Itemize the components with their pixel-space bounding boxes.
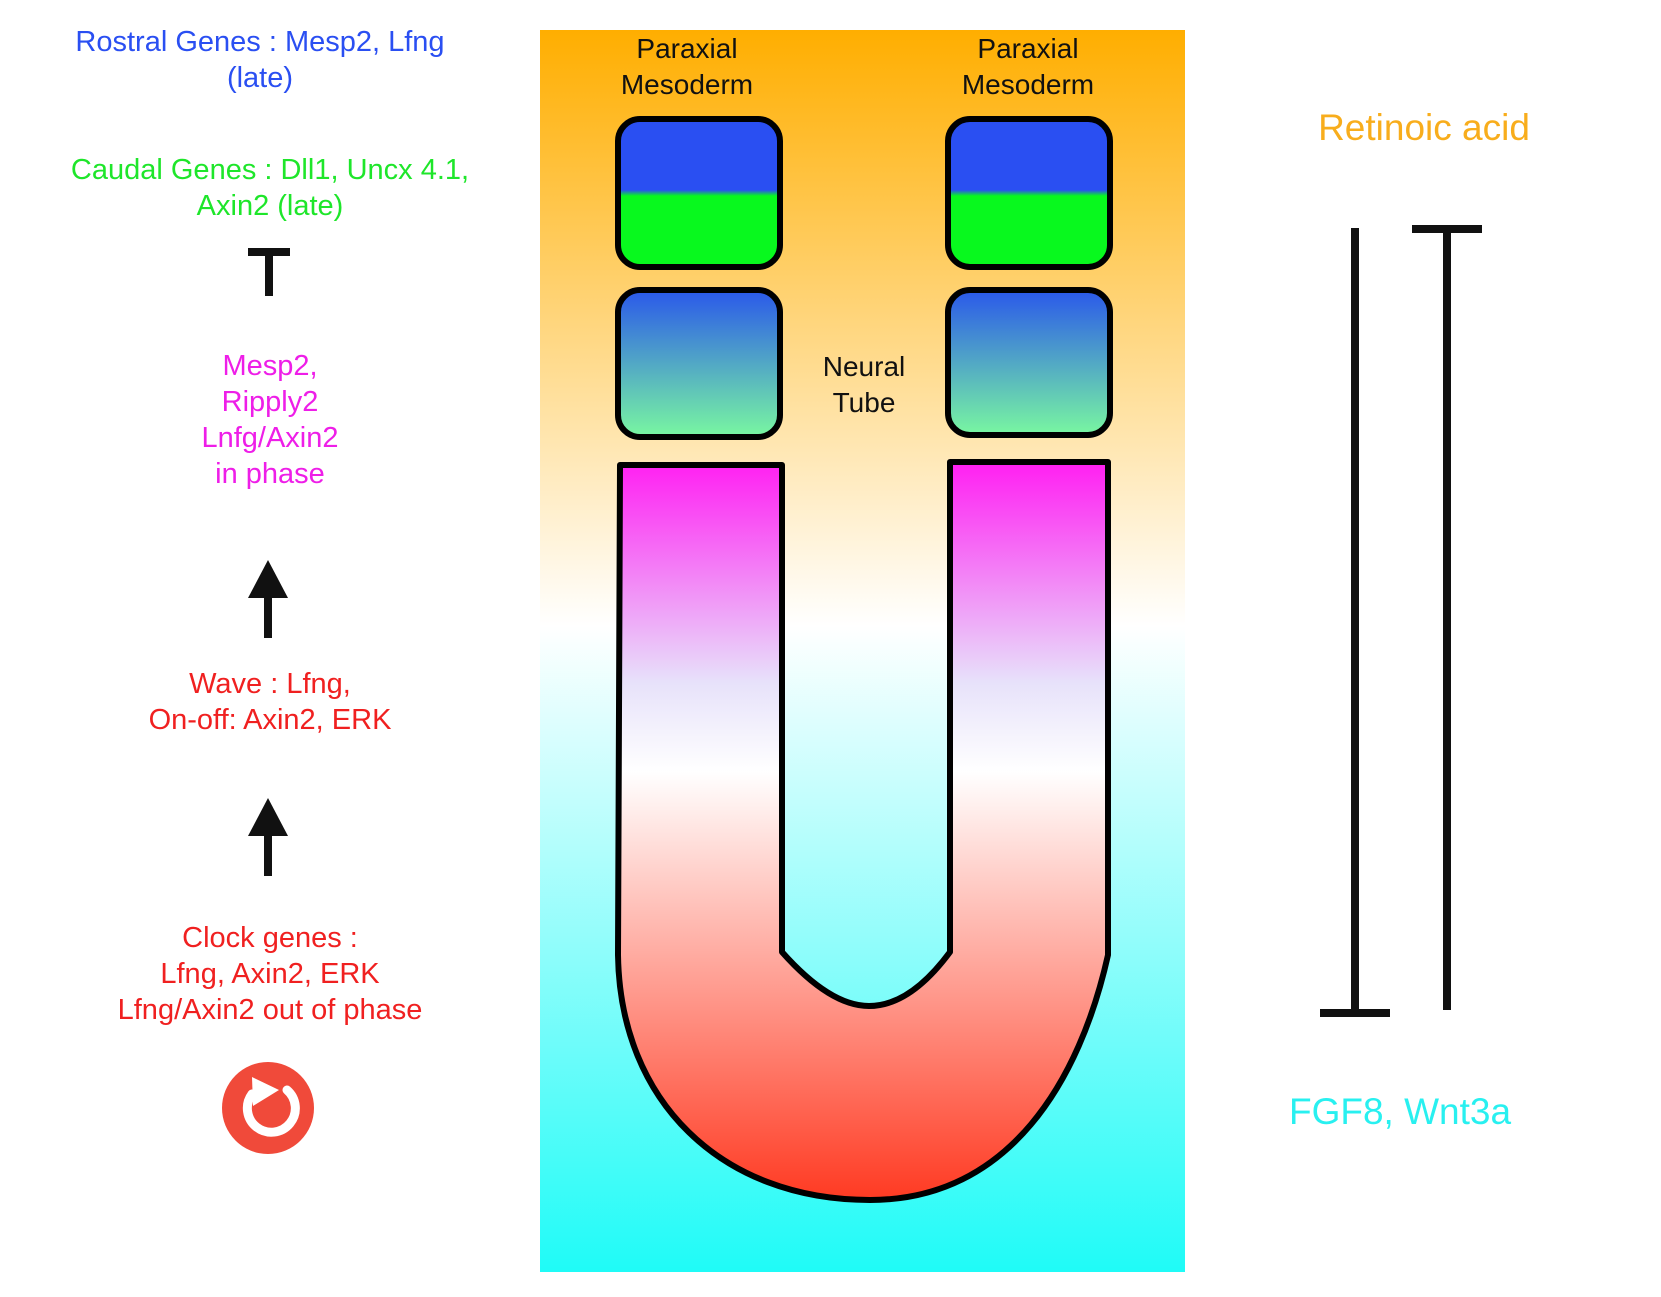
somite-right-upper: [945, 116, 1113, 270]
t-bar-inhibition-icon: [248, 248, 290, 296]
circular-refresh-icon: [222, 1062, 314, 1154]
clock-genes-line-3: Lfng/Axin2 out of phase: [117, 994, 423, 1026]
rostral-genes-line-1: Rostral Genes : Mesp2, Lfng: [75, 26, 445, 58]
wave-line-1: Wave : Lfng,: [189, 668, 351, 700]
somite-right-lower: [945, 287, 1113, 438]
presomitic-mesoderm-u: [615, 459, 1111, 1203]
mesp-line-1: Mesp2,: [222, 350, 318, 382]
up-arrow-icon: [248, 560, 288, 638]
neural-tube-line-2: Tube: [833, 387, 896, 418]
mesp-line-4: in phase: [215, 458, 325, 490]
caudal-genes-line-2: Axin2 (late): [196, 190, 344, 222]
clock-genes-line-1: Clock genes :: [182, 922, 358, 954]
clock-genes-line-2: Lfng, Axin2, ERK: [160, 958, 380, 990]
fgf-wnt-inhibition-bar: [1412, 225, 1482, 1010]
fgf-wnt-label: FGF8, Wnt3a: [1289, 1091, 1511, 1132]
caudal-genes-label: Caudal Genes : Dll1, Uncx 4.1, Axin2 (la…: [40, 152, 500, 224]
paraxial-left-line-2: Mesoderm: [621, 69, 753, 100]
clock-genes-label: Clock genes : Lfng, Axin2, ERK Lfng/Axin…: [70, 920, 470, 1028]
up-arrow-icon: [248, 798, 288, 876]
mesp-line-3: Lnfg/Axin2: [201, 422, 339, 454]
neural-tube-line-1: Neural: [823, 351, 905, 382]
somite-left-upper: [615, 116, 783, 270]
paraxial-left-line-1: Paraxial: [636, 33, 737, 64]
mesp-line-2: Ripply2: [221, 386, 319, 418]
paraxial-right-line-2: Mesoderm: [962, 69, 1094, 100]
wave-label: Wave : Lfng, On-off: Axin2, ERK: [80, 666, 460, 738]
wave-line-2: On-off: Axin2, ERK: [148, 704, 392, 736]
somite-left-lower: [615, 287, 783, 440]
paraxial-right-line-1: Paraxial: [977, 33, 1078, 64]
retinoic-acid-inhibition-bar: [1320, 228, 1390, 1017]
caudal-genes-line-1: Caudal Genes : Dll1, Uncx 4.1,: [70, 154, 470, 186]
rostral-genes-line-2: (late): [226, 62, 294, 94]
rostral-genes-label: Rostral Genes : Mesp2, Lfng (late): [40, 24, 480, 96]
mesp-label: Mesp2, Ripply2 Lnfg/Axin2 in phase: [120, 348, 420, 492]
retinoic-acid-label: Retinoic acid: [1318, 107, 1530, 148]
